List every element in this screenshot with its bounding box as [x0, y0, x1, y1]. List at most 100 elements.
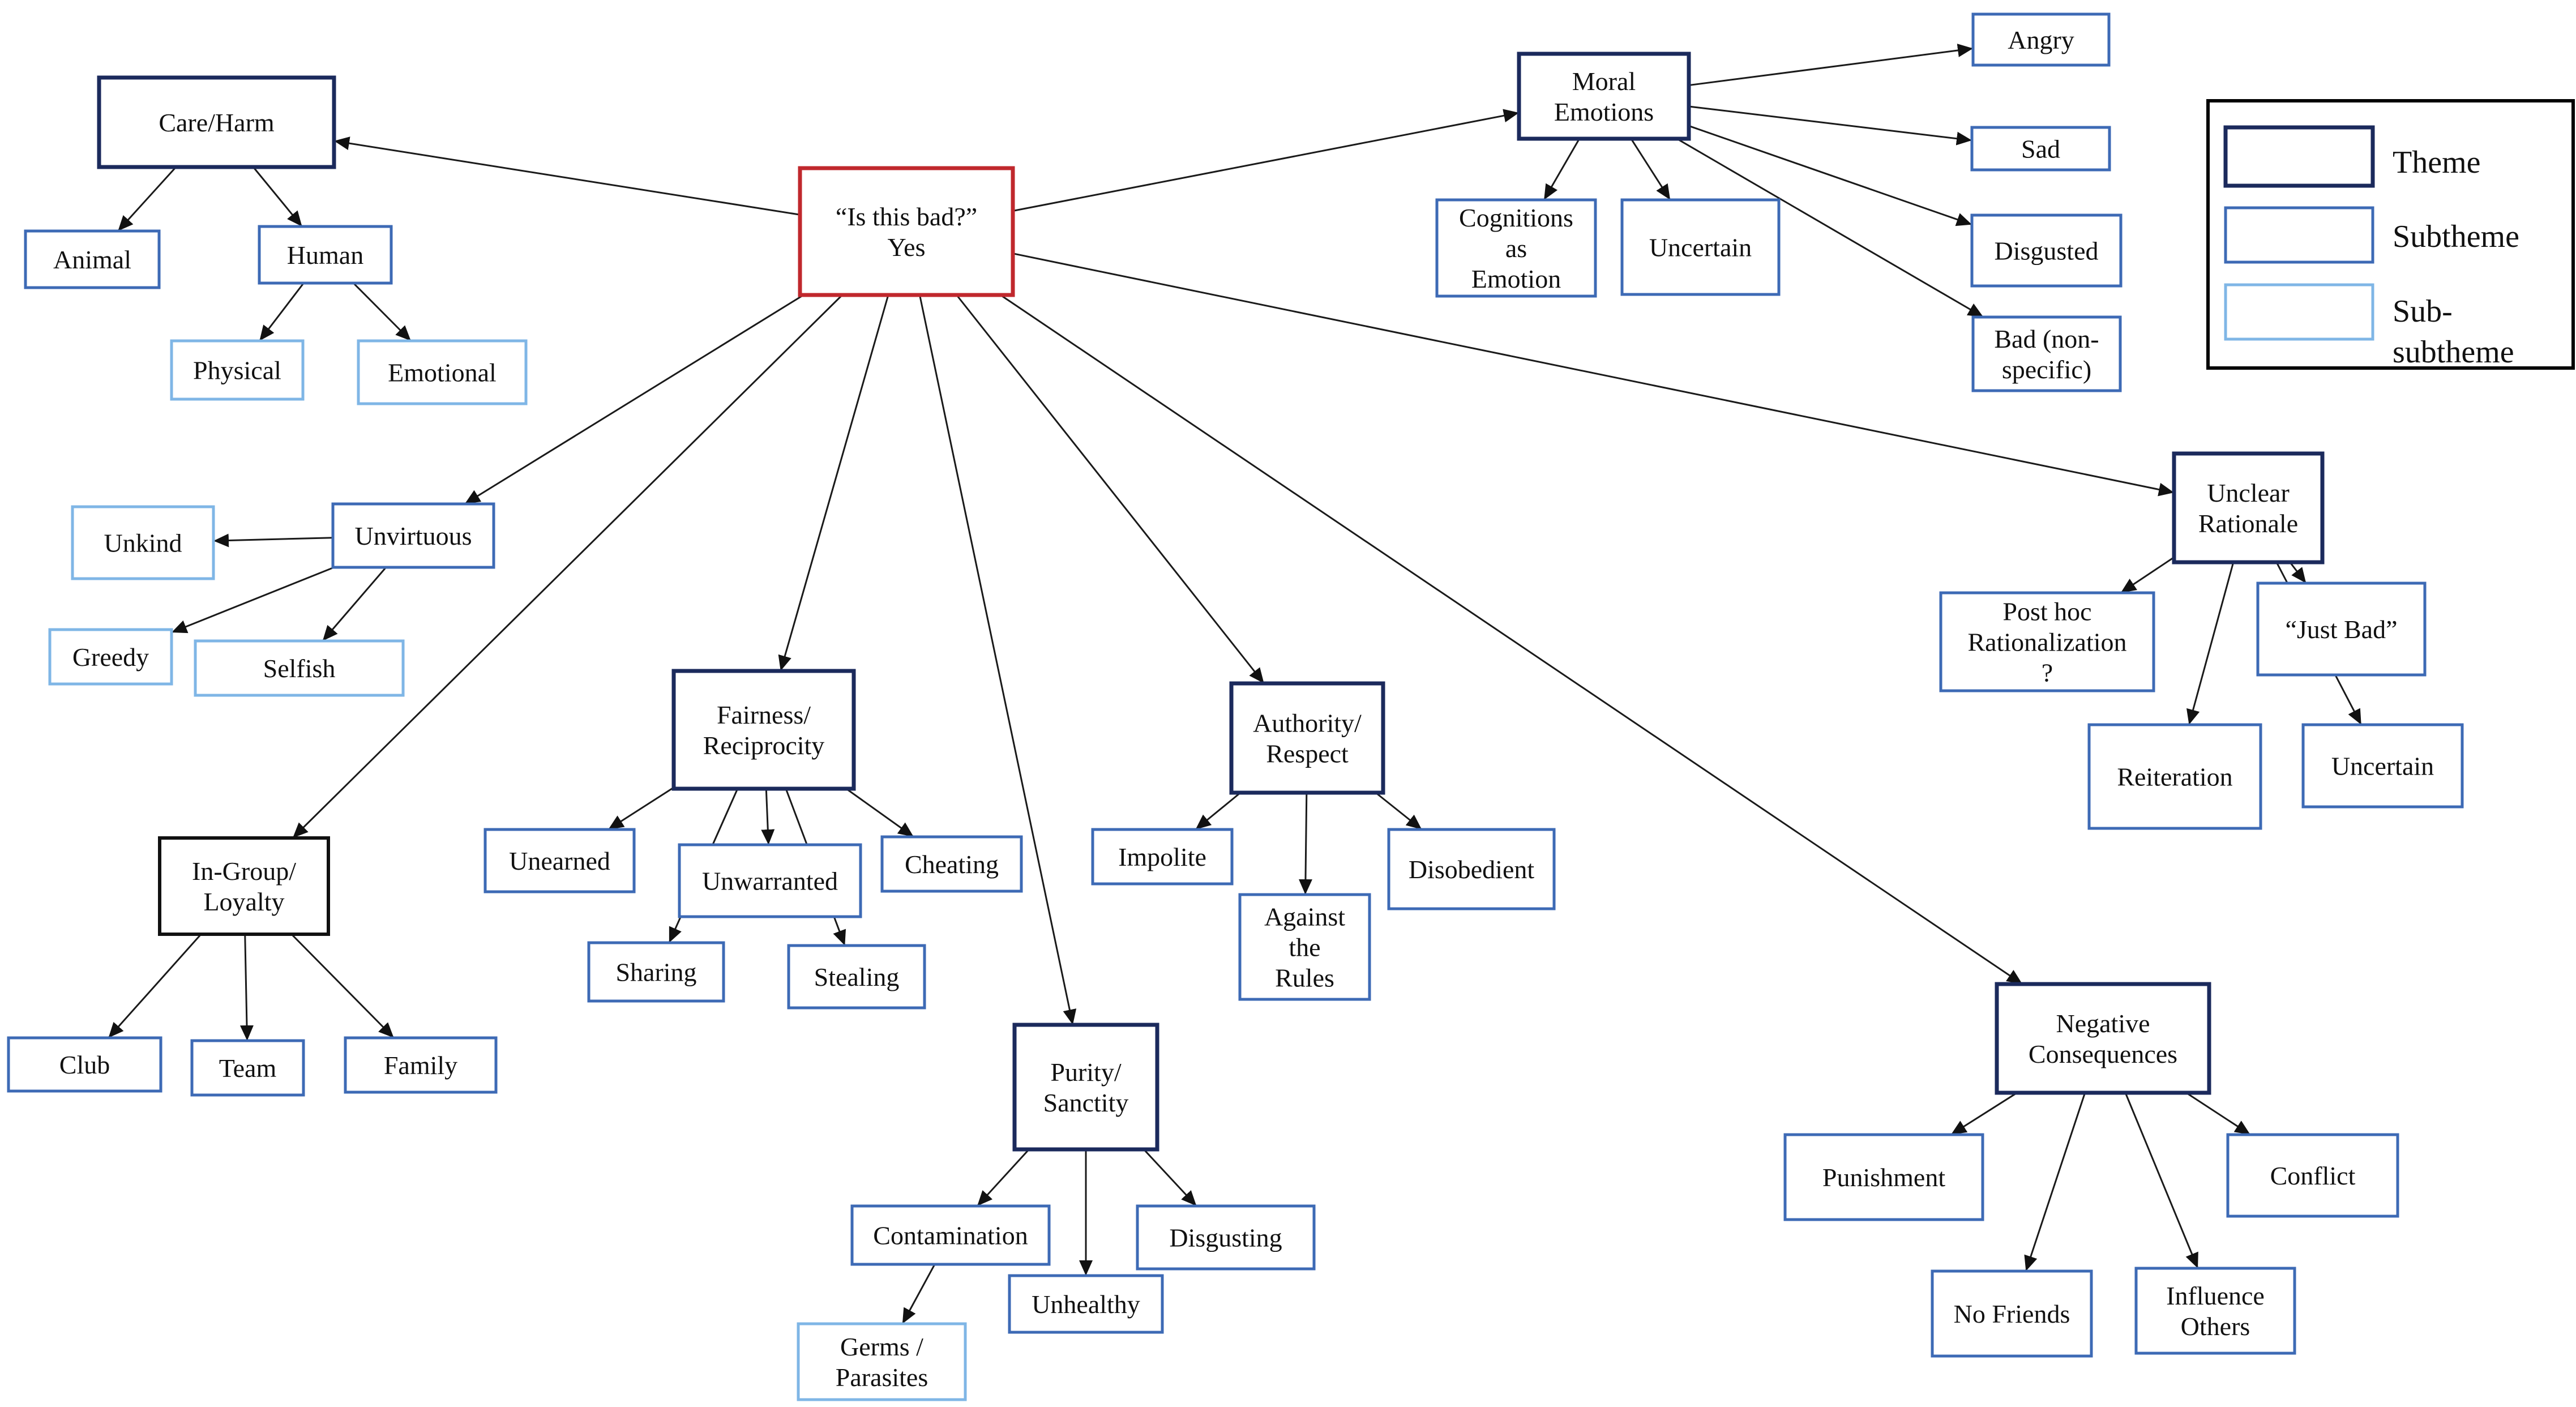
- edge-fairness-to-unwarranted: [761, 788, 775, 845]
- node-box: [48, 628, 173, 686]
- node-label-line: Sharing: [615, 958, 696, 987]
- node-label: “Just Bad”: [2285, 615, 2397, 644]
- node-label: Bad (non-specific): [1994, 324, 2099, 384]
- legend-subsubtheme-line-2: subtheme: [2393, 335, 2514, 370]
- node-label-line: Parasites: [836, 1363, 928, 1392]
- node-box: [671, 669, 856, 791]
- node-justbad: “Just Bad”: [2256, 581, 2427, 677]
- node-human: Human: [258, 225, 393, 285]
- node-label-line: Others: [2181, 1312, 2250, 1341]
- node-label: Stealing: [814, 963, 900, 991]
- node-label: Authority/Respect: [1253, 709, 1362, 768]
- node-label-line: Yes: [888, 233, 926, 262]
- node-label-line: Reciprocity: [703, 731, 825, 760]
- node-label-line: Bad (non-: [1994, 324, 2099, 353]
- node-label-line: Authority/: [1253, 709, 1362, 738]
- edge-care-to-animal: [117, 166, 177, 232]
- edge-root-to-unclear: [1012, 253, 2175, 497]
- edge-unclear-to-justbad: [2289, 562, 2307, 584]
- node-unvirtuous: Unvirtuous: [331, 502, 495, 569]
- node-box: [1931, 1269, 2093, 1358]
- edge-care-to-human: [253, 166, 303, 227]
- node-label: Angry: [2008, 25, 2074, 54]
- node-box: [787, 944, 926, 1010]
- node-label: Team: [219, 1054, 277, 1083]
- node-label-line: the: [1289, 933, 1320, 962]
- node-label: Greedy: [72, 643, 149, 672]
- node-root: “Is this bad?”Yes: [798, 166, 1015, 297]
- node-box: [258, 225, 393, 285]
- node-label-line: Unwarranted: [702, 867, 838, 896]
- node-box: [483, 828, 636, 893]
- edge-negative-to-influence: [2124, 1092, 2199, 1269]
- node-fairness: Fairness/Reciprocity: [671, 669, 856, 791]
- node-label: Physical: [193, 356, 281, 385]
- node-disgusting: Disgusting: [1136, 1204, 1316, 1271]
- node-label-line: Conflict: [2270, 1161, 2356, 1190]
- node-box: [24, 229, 161, 289]
- node-label-line: Team: [219, 1054, 277, 1083]
- node-label-line: Rationalization: [1967, 628, 2126, 657]
- edge-negative-to-nofriends: [2024, 1092, 2086, 1272]
- node-box: [170, 339, 305, 401]
- edge-human-to-emotional: [353, 282, 412, 342]
- node-label-line: Influence: [2166, 1281, 2265, 1310]
- node-punishment: Punishment: [1783, 1133, 1984, 1221]
- node-label-line: “Is this bad?”: [836, 202, 977, 231]
- edge-root-to-care: [333, 136, 801, 216]
- node-box: [2256, 581, 2427, 677]
- node-unearned: Unearned: [483, 828, 636, 893]
- node-label-line: Reiteration: [2117, 763, 2232, 792]
- node-label-line: Fairness/: [717, 700, 811, 729]
- node-label: Reiteration: [2117, 763, 2232, 792]
- node-contamination: Contamination: [850, 1204, 1051, 1266]
- node-box: [1238, 893, 1371, 1001]
- node-box: [1229, 681, 1385, 795]
- node-label-line: Against: [1264, 903, 1345, 931]
- node-label: Purity/Sanctity: [1043, 1058, 1129, 1117]
- node-impolite: Impolite: [1091, 828, 1234, 886]
- node-label: Family: [384, 1051, 457, 1080]
- node-box: [2087, 723, 2262, 830]
- node-box: [97, 75, 336, 169]
- node-label-line: Rationale: [2198, 509, 2298, 538]
- node-label: Uncertain: [2331, 752, 2434, 781]
- node-label-line: Loyalty: [203, 887, 284, 916]
- node-box: [1783, 1133, 1984, 1221]
- node-unhealthy: Unhealthy: [1008, 1274, 1164, 1334]
- node-label-line: Stealing: [814, 963, 900, 991]
- node-label-line: Family: [384, 1051, 457, 1080]
- node-box: [2172, 451, 2325, 564]
- node-box: [1435, 198, 1597, 298]
- edge-authority-to-disobedient: [1375, 792, 1423, 831]
- node-box: [1971, 12, 2111, 67]
- node-label-line: Impolite: [1118, 843, 1206, 871]
- node-label: Unhealthy: [1032, 1290, 1140, 1319]
- node-label-line: Rules: [1275, 964, 1334, 993]
- node-label: Unwarranted: [702, 867, 838, 896]
- node-label: Uncertain: [1649, 233, 1752, 262]
- node-uncertain2: Uncertain: [2301, 723, 2464, 809]
- node-box: [798, 166, 1015, 297]
- node-family: Family: [344, 1036, 498, 1094]
- node-label: Fairness/Reciprocity: [703, 700, 825, 760]
- node-label-line: Contamination: [873, 1221, 1028, 1250]
- node-label: No Friends: [1954, 1299, 2070, 1328]
- edge-moral-to-uncertain1: [1630, 138, 1671, 200]
- node-authority: Authority/Respect: [1229, 681, 1385, 795]
- node-label: Disobedient: [1409, 855, 1535, 884]
- node-label-line: ?: [2042, 658, 2053, 687]
- node-sharing: Sharing: [587, 941, 725, 1003]
- edge-moral-to-cognitions: [1543, 138, 1580, 200]
- node-box: [1136, 1204, 1316, 1271]
- node-box: [344, 1036, 498, 1094]
- node-label-line: Selfish: [263, 654, 336, 683]
- node-label: Cheating: [905, 850, 999, 879]
- node-label: “Is this bad?”Yes: [836, 202, 977, 262]
